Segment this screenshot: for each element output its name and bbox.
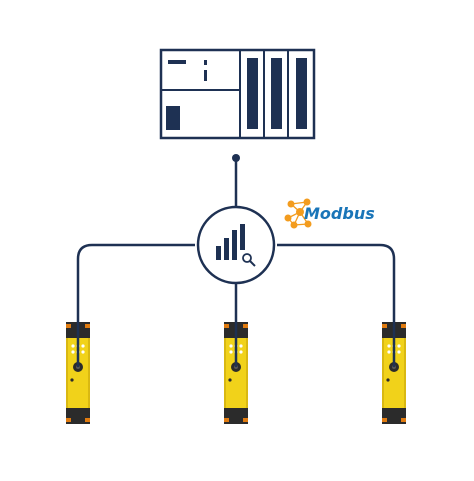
- connection-lines: [76, 158, 396, 340]
- plc-controller-icon: [159, 48, 316, 140]
- connection-dot: [232, 154, 240, 162]
- modbus-logo-text: Modbus: [304, 204, 375, 223]
- device-cable-ends: [76, 322, 396, 367]
- modbus-network-mark-icon: [284, 198, 312, 229]
- bar-chart-magnifier-icon: [196, 205, 276, 285]
- modbus-logo: Modbus: [284, 198, 375, 229]
